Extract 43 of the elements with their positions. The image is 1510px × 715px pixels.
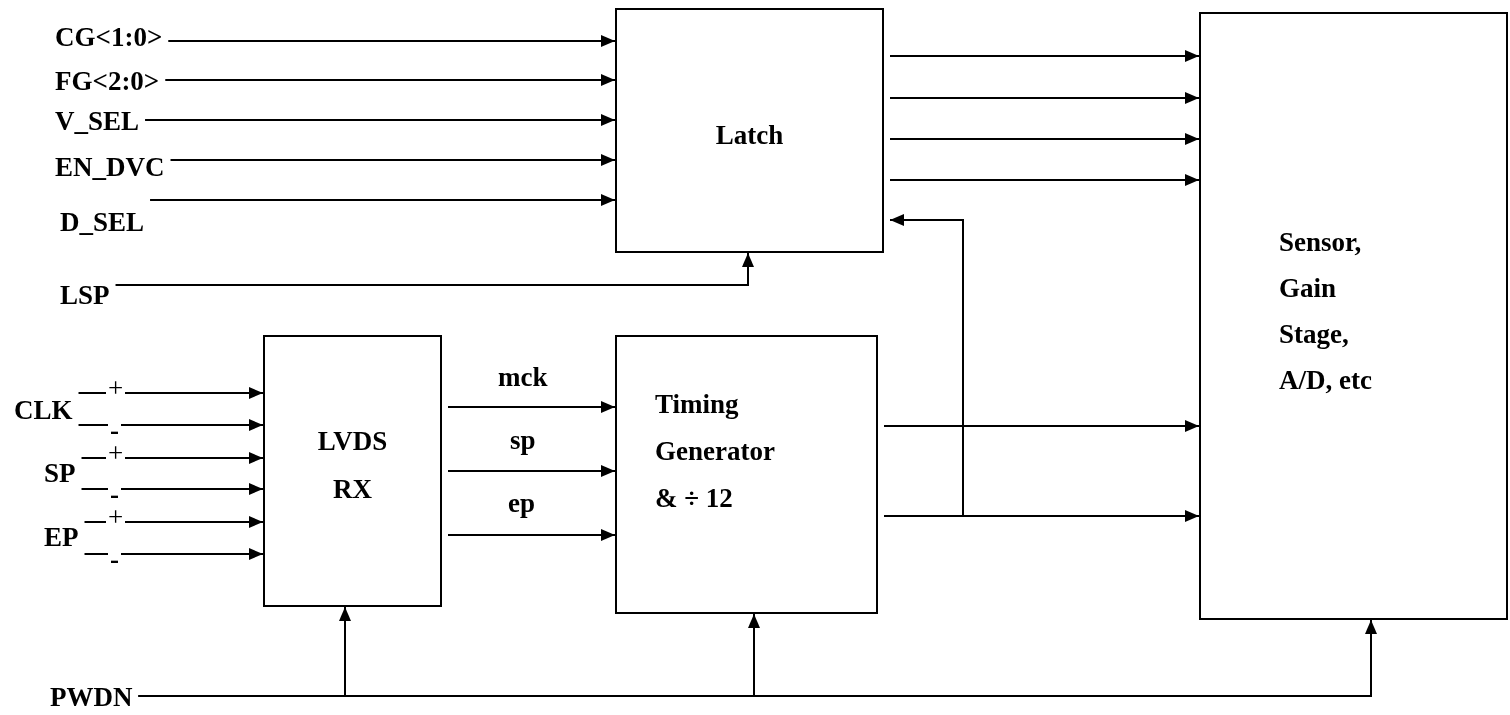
- arrow: [883, 420, 1200, 432]
- arrow: [83, 548, 264, 560]
- arrow: [889, 50, 1200, 62]
- signal-name: V_SEL: [55, 106, 140, 136]
- arrow: [167, 35, 616, 47]
- arrow: [889, 133, 1200, 145]
- arrow: [77, 419, 264, 431]
- arrow: [80, 452, 264, 464]
- signal-name: CLK: [14, 395, 73, 425]
- arrow: [137, 619, 1377, 697]
- arrow: [169, 154, 616, 166]
- arrow: [889, 174, 1200, 186]
- arrow: [149, 194, 616, 206]
- arrow: [80, 483, 264, 495]
- signal-name: EN_DVC: [55, 152, 165, 182]
- receiver-block: [263, 335, 442, 607]
- arrow: [144, 114, 616, 126]
- arrow: [83, 516, 264, 528]
- arrow: [77, 387, 264, 399]
- sensor-block: [1199, 12, 1508, 620]
- arrow: [889, 92, 1200, 104]
- edge-label: sp: [510, 425, 536, 455]
- edge-label: mck: [498, 362, 548, 392]
- edge-label: ep: [508, 488, 535, 518]
- arrow: [447, 401, 616, 413]
- arrow: [114, 252, 754, 286]
- block-label: Latch: [715, 120, 784, 152]
- arrow: [447, 465, 616, 477]
- signal-name: PWDN: [50, 682, 133, 712]
- arrow: [164, 74, 616, 86]
- arrow: [447, 529, 616, 541]
- timing-generator-block: [615, 335, 878, 614]
- signal-name: EP: [44, 522, 79, 552]
- block-label: Timing Generator & ÷ 12: [655, 388, 776, 515]
- signal-name: LSP: [60, 280, 110, 310]
- arrow: [883, 214, 964, 517]
- block-label: Sensor, Gain Stage, A/D, etc: [1279, 226, 1373, 397]
- signal-name: SP: [44, 458, 76, 488]
- latch-block: [615, 8, 884, 253]
- signal-name: FG<2:0>: [55, 66, 160, 96]
- block-label: LVDS RX: [316, 425, 389, 506]
- signal-name: CG<1:0>: [55, 22, 163, 52]
- signal-name: D_SEL: [60, 207, 145, 237]
